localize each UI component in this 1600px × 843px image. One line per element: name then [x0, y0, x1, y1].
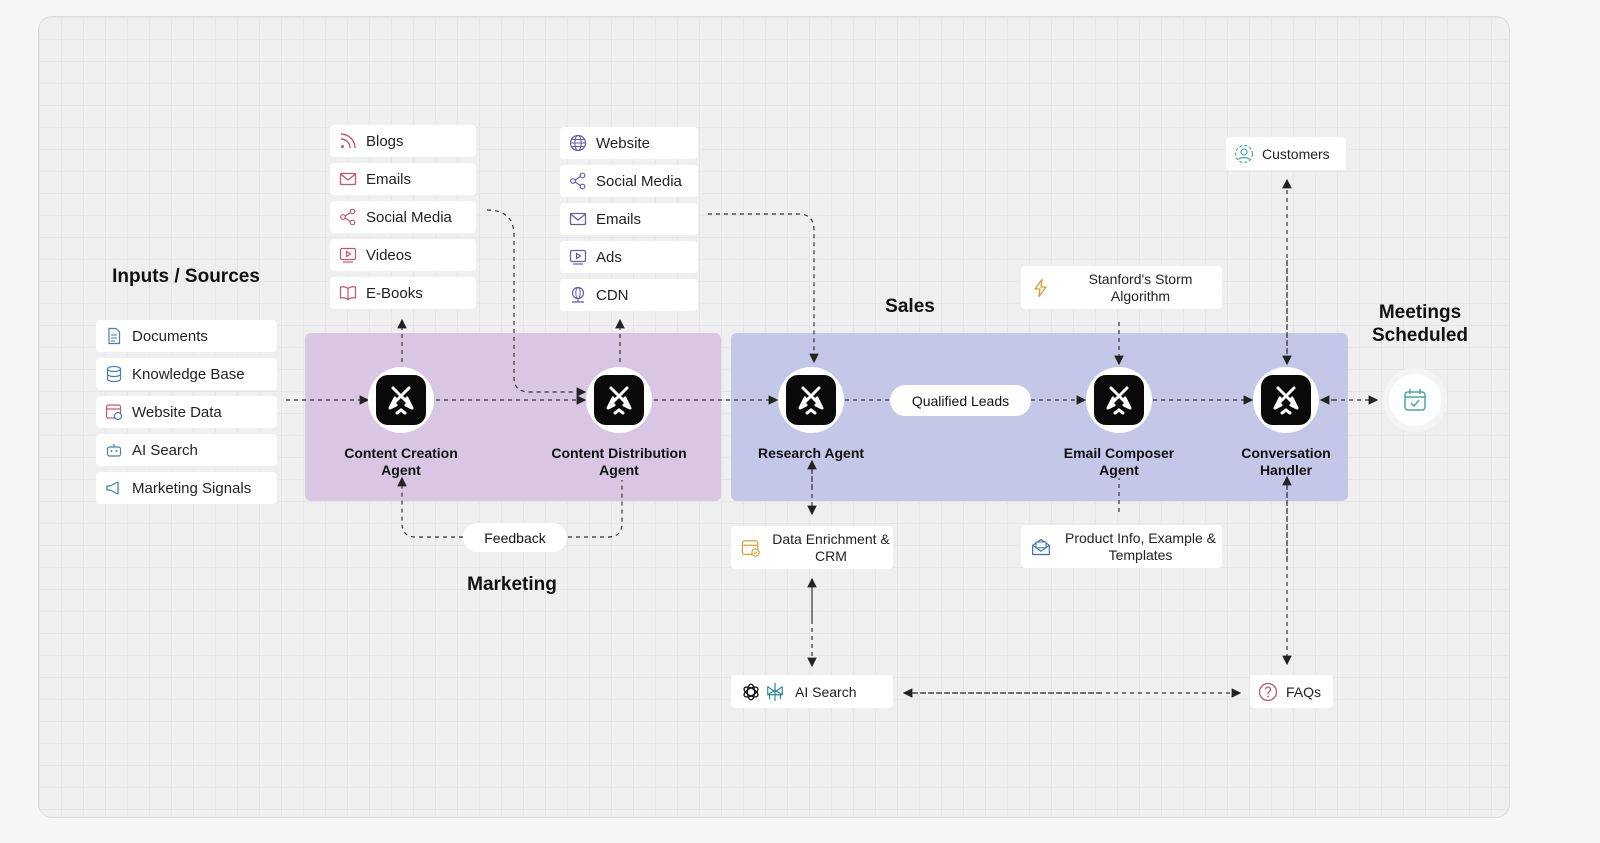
marketing-heading: Marketing	[467, 574, 557, 595]
openai-icon	[741, 682, 761, 702]
channel-label: Social Media	[596, 172, 682, 190]
output-social-media: Social Media	[330, 201, 476, 233]
faqs-label: FAQs	[1286, 683, 1322, 700]
lightning-icon	[1031, 278, 1051, 298]
channel-label: Website	[596, 134, 650, 152]
sales-heading: Sales	[885, 296, 935, 317]
video-icon	[338, 245, 358, 265]
agent-logo-icon	[388, 386, 414, 415]
output-label: Social Media	[366, 208, 452, 226]
channel-ads: Ads	[560, 241, 698, 273]
channel-cdn: CDN	[560, 279, 698, 311]
video-icon	[568, 247, 588, 267]
agent-logo-icon	[798, 386, 824, 415]
input-label: Knowledge Base	[132, 365, 245, 383]
customers-card: Customers	[1226, 137, 1346, 170]
input-label: Documents	[132, 327, 208, 345]
content-distribution-agent-node	[586, 367, 652, 433]
crm-icon	[741, 538, 761, 558]
storm-card: Stanford's Storm Algorithm	[1021, 266, 1222, 309]
research-agent-label: Research Agent	[757, 445, 865, 461]
output-label: Videos	[366, 246, 412, 264]
storm-label: Stanford's Storm Algorithm	[1088, 270, 1193, 304]
conversation-handler-label: Conversation Handler	[1241, 445, 1331, 478]
robot-icon	[104, 440, 124, 460]
user-circle-icon	[1234, 144, 1254, 164]
mail-icon	[568, 209, 588, 229]
channel-emails: Emails	[560, 203, 698, 235]
output-label: E-Books	[366, 284, 423, 302]
output-ebooks: E-Books	[330, 277, 476, 309]
channel-social-media: Social Media	[560, 165, 698, 197]
content-creation-agent-label: Content Creation Agent	[344, 445, 458, 478]
product-info-card: Product Info, Example & Templates	[1021, 525, 1222, 568]
inputs-heading: Inputs / Sources	[112, 266, 260, 287]
network-icon	[568, 285, 588, 305]
email-composer-agent-label: Email Composer Agent	[1063, 445, 1175, 478]
agent-logo-icon	[606, 386, 632, 415]
input-label: Website Data	[132, 403, 222, 421]
input-ai-search: AI Search	[96, 434, 277, 466]
feedback-pill: Feedback	[463, 523, 567, 552]
conversation-handler-node	[1253, 367, 1319, 433]
input-knowledge-base: Knowledge Base	[96, 358, 277, 390]
output-emails: Emails	[330, 163, 476, 195]
database-icon	[104, 364, 124, 384]
output-videos: Videos	[330, 239, 476, 271]
question-circle-icon	[1258, 682, 1278, 702]
calendar-check-icon	[1404, 389, 1426, 411]
input-label: Marketing Signals	[132, 479, 252, 497]
document-icon	[104, 326, 124, 346]
mail-icon	[338, 169, 358, 189]
output-label: Emails	[366, 170, 412, 188]
input-label: AI Search	[132, 441, 198, 459]
qualified-leads-pill: Qualified Leads	[890, 385, 1031, 416]
meetings-heading: Meetings Scheduled	[1371, 302, 1469, 346]
globe-icon	[568, 133, 588, 153]
input-website-data: Website Data	[96, 396, 277, 428]
ai-search-card: AI Search	[731, 675, 893, 708]
content-creation-agent-node	[368, 367, 434, 433]
input-marketing-signals: Marketing Signals	[96, 472, 277, 504]
content-distribution-agent-label: Content Distribution Agent	[551, 445, 687, 478]
output-label: Blogs	[366, 132, 404, 150]
channel-label: Ads	[596, 248, 622, 266]
research-agent-node	[778, 367, 844, 433]
channel-label: Emails	[596, 210, 642, 228]
book-icon	[338, 283, 358, 303]
input-documents: Documents	[96, 320, 277, 352]
meetings-node	[1383, 368, 1447, 432]
product-info-label: Product Info, Example & Templates	[1065, 529, 1216, 563]
channel-website: Website	[560, 127, 698, 159]
agent-logo-icon	[1273, 386, 1299, 415]
output-blogs: Blogs	[330, 125, 476, 157]
rss-icon	[338, 131, 358, 151]
faqs-card: FAQs	[1250, 675, 1333, 708]
perplexity-icon	[765, 682, 785, 702]
share-icon	[338, 207, 358, 227]
agent-logo-icon	[1106, 386, 1132, 415]
website-data-icon	[104, 402, 124, 422]
channel-label: CDN	[596, 286, 629, 304]
share-icon	[568, 171, 588, 191]
data-enrichment-card: Data Enrichment & CRM	[731, 526, 893, 569]
customers-label: Customers	[1262, 145, 1330, 162]
megaphone-icon	[104, 478, 124, 498]
mail-open-icon	[1031, 537, 1051, 557]
ai-search-label: AI Search	[795, 683, 857, 700]
data-enrichment-label: Data Enrichment & CRM	[772, 530, 890, 564]
email-composer-agent-node	[1086, 367, 1152, 433]
